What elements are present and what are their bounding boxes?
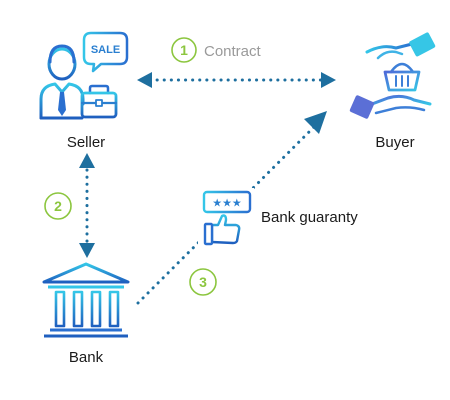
buyer-icon bbox=[349, 32, 436, 119]
briefcase-icon bbox=[80, 84, 118, 119]
sale-bubble-icon: SALE bbox=[82, 31, 129, 73]
rating-thumbs-up-icon: ★★★ bbox=[202, 190, 252, 246]
arrow-head-down-icon bbox=[79, 243, 95, 258]
svg-text:SALE: SALE bbox=[91, 44, 120, 56]
svg-text:3: 3 bbox=[199, 274, 207, 290]
step-badge-1: 1 bbox=[171, 37, 197, 63]
arrow-head-right-icon bbox=[321, 72, 336, 88]
seller-label: Seller bbox=[67, 134, 105, 151]
contract-connector bbox=[137, 72, 336, 88]
bank-label: Bank bbox=[69, 349, 104, 366]
svg-text:2: 2 bbox=[54, 198, 62, 214]
bank-guaranty-label: Bank guaranty bbox=[261, 209, 358, 226]
contract-label: Contract bbox=[204, 43, 262, 60]
rating-stars-icon: ★★★ bbox=[212, 197, 242, 210]
buyer-label: Buyer bbox=[375, 134, 414, 151]
arrow-head-left-icon bbox=[137, 72, 152, 88]
step-badge-3: 3 bbox=[189, 268, 217, 296]
seller-bank-connector bbox=[79, 153, 95, 258]
bank-buyer-connector bbox=[136, 111, 327, 305]
step-badge-2: 2 bbox=[44, 192, 72, 220]
svg-text:1: 1 bbox=[180, 42, 188, 58]
arrow-head-up-icon bbox=[79, 153, 95, 168]
seller-icon: SALE bbox=[39, 31, 129, 120]
arrow-head-diagonal-icon bbox=[304, 111, 327, 134]
bank-icon bbox=[42, 262, 130, 338]
basket-icon bbox=[383, 62, 421, 92]
